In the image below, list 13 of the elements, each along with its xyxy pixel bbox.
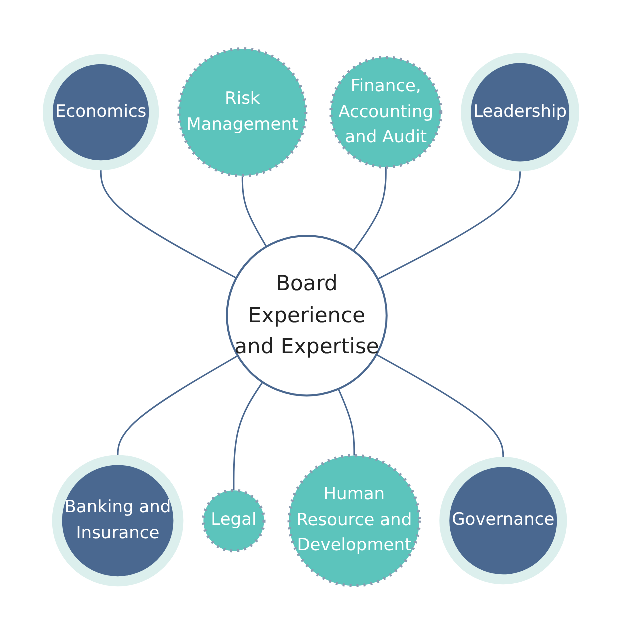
node-circle: Legal: [202, 490, 266, 554]
connector: [338, 389, 355, 456]
node-circle: Board Experience and Expertise: [226, 235, 388, 398]
node-circle: Human Resource and Development: [288, 454, 421, 588]
connector: [232, 382, 264, 492]
node-circle: Economics: [42, 54, 159, 172]
node-circle: Risk Management: [177, 48, 308, 178]
connector: [352, 168, 387, 252]
connector: [242, 176, 268, 248]
node-circle: Banking and Insurance: [52, 456, 184, 588]
node-circle: Governance: [439, 458, 567, 586]
node-circle: Leadership: [460, 54, 580, 172]
node-circle: Finance, Accounting and Audit: [329, 56, 442, 170]
